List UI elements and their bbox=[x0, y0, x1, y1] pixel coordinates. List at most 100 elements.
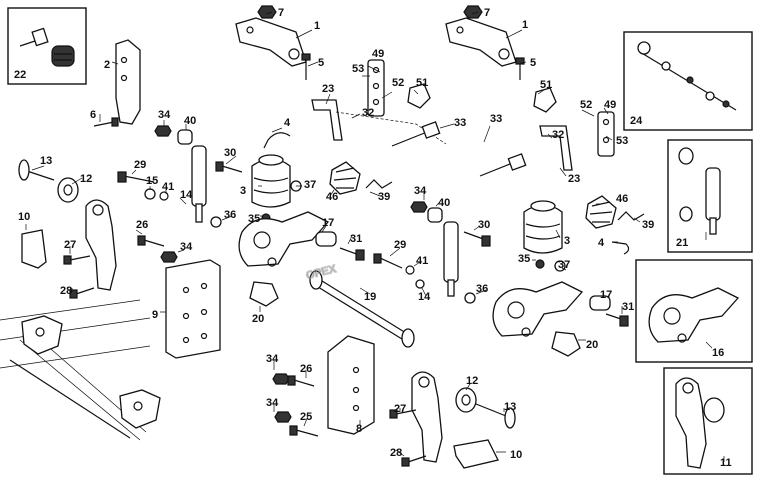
label-14-b: 14 bbox=[418, 291, 431, 303]
part-36-nut-a bbox=[210, 216, 222, 228]
label-16: 16 bbox=[712, 347, 724, 359]
label-2: 2 bbox=[104, 59, 110, 71]
part-35-nut-b bbox=[535, 259, 545, 269]
label-49-a: 49 bbox=[372, 48, 384, 60]
part-5-bolt-left bbox=[301, 53, 311, 80]
part-arm-left bbox=[85, 199, 117, 291]
part-9-plate bbox=[165, 259, 221, 359]
label-19: 19 bbox=[364, 291, 376, 303]
inset-box-22 bbox=[7, 7, 87, 85]
part-23-bracket-left bbox=[311, 99, 447, 145]
part-11-arm bbox=[675, 377, 725, 469]
label-17-b: 17 bbox=[600, 289, 612, 301]
label-34-b: 34 bbox=[414, 185, 427, 197]
part-34-nut-b bbox=[410, 201, 428, 213]
label-13-b: 13 bbox=[504, 401, 516, 413]
part-34-nut-d bbox=[272, 373, 290, 385]
part-12-bushing-right bbox=[455, 387, 477, 413]
label-40-a: 40 bbox=[184, 115, 196, 127]
label-30-b: 30 bbox=[478, 219, 490, 231]
part-17-bushing-a bbox=[315, 231, 337, 247]
part-19-rod bbox=[309, 270, 415, 348]
part-22-switch bbox=[19, 27, 75, 67]
label-41-b: 41 bbox=[416, 255, 428, 267]
label-12-a: 12 bbox=[80, 173, 92, 185]
inset-box-21 bbox=[667, 139, 753, 253]
part-4-hook-b bbox=[611, 241, 630, 255]
part-15-nut bbox=[144, 188, 156, 200]
label-37-a: 37 bbox=[304, 179, 316, 191]
label-28-b: 28 bbox=[390, 447, 402, 459]
label-20-b: 20 bbox=[586, 339, 598, 351]
part-24-rod bbox=[637, 41, 737, 111]
label-35-b: 35 bbox=[518, 253, 530, 265]
label-33-b: 33 bbox=[490, 113, 502, 125]
part-arm-lower bbox=[411, 371, 443, 463]
label-17-a: 17 bbox=[322, 217, 334, 229]
label-4-a: 4 bbox=[284, 117, 291, 129]
label-26-b: 26 bbox=[300, 363, 312, 375]
part-1-bracket-right bbox=[445, 17, 517, 67]
label-33-a: 33 bbox=[454, 117, 466, 129]
part-16-cradle bbox=[648, 287, 740, 343]
label-30-a: 30 bbox=[224, 147, 236, 159]
part-40-bushing-a bbox=[177, 129, 193, 145]
label-14-a: 14 bbox=[180, 189, 193, 201]
part-26-bolt-b bbox=[287, 375, 315, 387]
part-14-shock-left bbox=[191, 145, 207, 223]
label-10-a: 10 bbox=[18, 211, 30, 223]
label-25: 25 bbox=[300, 411, 312, 423]
part-20-bumper-left bbox=[249, 281, 279, 307]
part-34-nut-c bbox=[160, 251, 178, 263]
label-29-b: 29 bbox=[394, 239, 406, 251]
label-52-b: 52 bbox=[580, 99, 592, 111]
part-10-bracket-left bbox=[21, 229, 47, 269]
label-10-b: 10 bbox=[510, 449, 522, 461]
part-14-nut bbox=[415, 279, 425, 289]
part-49-plate-left bbox=[367, 59, 385, 117]
part-13-pin-right bbox=[475, 403, 516, 429]
label-37-b: 37 bbox=[558, 259, 570, 271]
part-29-bolt-a bbox=[117, 171, 155, 183]
part-49-plate-right bbox=[597, 111, 615, 157]
part-34-nut-a bbox=[154, 125, 172, 137]
part-46-bellows-right bbox=[585, 195, 617, 229]
label-6: 6 bbox=[90, 109, 96, 121]
part-7-nut-left bbox=[257, 5, 277, 19]
label-22: 22 bbox=[14, 69, 26, 81]
part-29-bolt-b bbox=[373, 253, 403, 269]
part-30-bolt-a bbox=[215, 161, 243, 173]
label-23-b: 23 bbox=[568, 173, 580, 185]
label-32-a: 32 bbox=[362, 107, 374, 119]
label-39-a: 39 bbox=[378, 191, 390, 203]
label-21: 21 bbox=[676, 237, 688, 249]
label-46-b: 46 bbox=[616, 193, 628, 205]
part-20-bumper-right bbox=[551, 331, 581, 357]
part-21-shock bbox=[678, 147, 721, 235]
part-36-nut-b bbox=[464, 292, 476, 304]
part-31-bolt-b bbox=[605, 313, 629, 327]
label-31-a: 31 bbox=[350, 233, 362, 245]
part-cradle-right bbox=[492, 281, 584, 337]
part-51-clamp-right bbox=[533, 87, 557, 113]
part-46-bellows-left bbox=[329, 161, 361, 195]
part-41-washer-b bbox=[405, 265, 415, 275]
label-27-a: 27 bbox=[64, 239, 76, 251]
inset-box-16 bbox=[635, 259, 753, 363]
part-27-bolt-right bbox=[389, 409, 417, 419]
part-23-bracket-right bbox=[539, 125, 573, 171]
label-13-a: 13 bbox=[40, 155, 52, 167]
part-valve-assembly-left bbox=[21, 315, 161, 429]
label-11: 11 bbox=[720, 457, 732, 469]
part-28-bolt-right bbox=[401, 455, 427, 467]
part-26-bolt-a bbox=[137, 235, 165, 247]
label-12-b: 12 bbox=[466, 375, 478, 387]
label-34-a: 34 bbox=[158, 109, 171, 121]
label-36-b: 36 bbox=[476, 283, 488, 295]
part-8-plate bbox=[327, 335, 375, 435]
label-51-b: 51 bbox=[540, 79, 552, 91]
part-3-airbag-left bbox=[251, 154, 291, 208]
part-17-bushing-b bbox=[589, 295, 611, 311]
label-39-b: 39 bbox=[642, 219, 654, 231]
